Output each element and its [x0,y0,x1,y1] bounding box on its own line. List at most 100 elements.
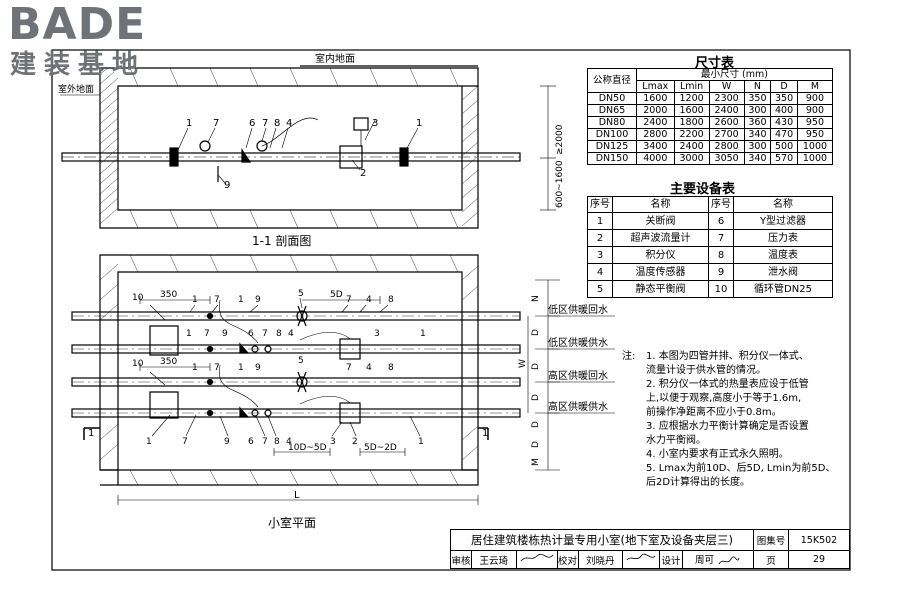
table-cell: 300 [743,140,772,153]
review-name: 王云琦 [471,550,517,569]
table-cell: 3400 [636,140,675,153]
pipe-label: 低区供暖回水 [548,303,608,316]
callout: 1 [192,363,198,373]
table-cell: 500 [770,140,798,153]
table-cell: 名称 [612,196,709,213]
dim-600-1600: 600~1600 [555,160,565,208]
table-cell: 名称 [733,196,833,213]
callout: 1 [238,295,244,305]
callout: 4 [286,437,292,447]
note-line: 5. Lmax为前10D、后5D, Lmin为前5D、 [646,463,836,474]
table-cell: 400 [770,104,798,117]
table-cell: 1000 [796,140,834,153]
dim-10D-5D: 10D~5D [288,443,327,453]
callout: 6 [248,329,254,339]
table-cell: 1000 [796,152,834,165]
table-cell: DN150 [587,152,637,165]
table-cell: 循环管DN25 [733,280,833,298]
table-cell: 2000 [636,104,675,117]
callout: 4 [286,118,292,129]
table-cell: 静态平衡阀 [612,280,709,298]
callout: 8 [388,295,394,305]
note-line: 前操作净距离不应小于0.8m。 [646,407,782,418]
design-name: 周可 [694,555,714,567]
section-view [60,65,556,229]
callout: 1 [418,437,424,447]
table-cell: 950 [796,128,834,141]
table-cell: DN50 [587,92,637,105]
note-line: 流量计设于供水管的情况。 [646,365,766,376]
table-cell: 350 [770,92,798,105]
table-cell: 2800 [708,140,745,153]
table-cell: 900 [796,104,834,117]
table-cell: 430 [770,116,798,129]
callout: 1 [420,329,426,339]
callout: 9 [224,437,230,447]
callout: 4 [288,329,294,339]
note-line: 2. 积分仪一体式的热量表应设于低管 [646,379,809,390]
right-dims: N D D W D D D M [518,295,541,466]
table-cell: 3050 [708,152,745,165]
table-cell: 9 [708,263,734,281]
size-table-dn-header: 公称直径 [587,68,637,93]
table-cell: Y型过滤器 [733,212,833,230]
size-table-col: N [743,80,772,93]
table-cell: 950 [796,116,834,129]
section-mark-right: 1 [482,428,488,439]
note-line: 4. 小室内要求有正式永久照明。 [646,449,789,460]
table-cell: 900 [796,92,834,105]
table-cell: 300 [743,104,772,117]
note-line: 1. 本图为四管并排、积分仪一体式、 [646,351,809,362]
section-callouts: 1 7 6 7 8 4 3 1 9 2 [186,118,422,191]
note-line: 上,以便于观察,高度小于等于1.6m, [646,393,802,404]
table-cell: 3000 [673,152,710,165]
callout: 8 [274,118,280,129]
pipe-labels: 低区供暖回水 低区供暖供水 高区供暖回水 高区供暖供水 [548,303,608,413]
table-cell: 350 [743,92,772,105]
section-mark-left: 1 [88,428,94,439]
drawing-title: 居住建筑楼栋热计量专用小室(地下室及设备夹层三) [450,529,754,551]
callout: 3 [374,329,380,339]
callout: 8 [388,363,394,373]
title-block: 居住建筑楼栋热计量专用小室(地下室及设备夹层三) 图集号 15K502 审核 王… [450,529,850,569]
dim-letter: D [531,329,541,336]
dim-letter: D [531,394,541,401]
callout: 2 [360,168,366,179]
note-line: 3. 应根据水力平衡计算确定是否设置 [646,421,809,432]
callout: 1 [416,118,422,129]
table-cell: 2 [587,229,613,247]
check-signature [622,550,660,569]
review-label: 审核 [450,550,472,569]
dim-letter: D [531,363,541,370]
logo-subtitle: 建装基地 [10,50,147,80]
dim-2000: ≥2000 [555,124,565,155]
table-cell: 温度表 [733,246,833,264]
callout: 7 [262,118,268,129]
callout: 3 [330,437,336,447]
callout: 7 [214,363,220,373]
equipment-table-title: 主要设备表 [670,182,736,197]
callout: 6 [249,118,255,129]
callout: 9 [255,295,261,305]
atlas-label: 图集号 [753,529,789,551]
table-cell: DN65 [587,104,637,117]
table-cell: 压力表 [733,229,833,247]
callout: 1 [146,437,152,447]
table-cell: 340 [743,152,772,165]
atlas-number: 15K502 [788,529,850,551]
pipe-label: 高区供暖供水 [548,400,608,413]
callout: 4 [366,363,372,373]
table-cell: 温度传感器 [612,263,709,281]
callout: 7 [262,437,268,447]
callout: 7 [213,118,219,129]
table-cell: 关断阀 [612,212,709,230]
table-cell: 2200 [673,128,710,141]
dim-letter: N [531,295,541,302]
table-cell: 4000 [636,152,675,165]
